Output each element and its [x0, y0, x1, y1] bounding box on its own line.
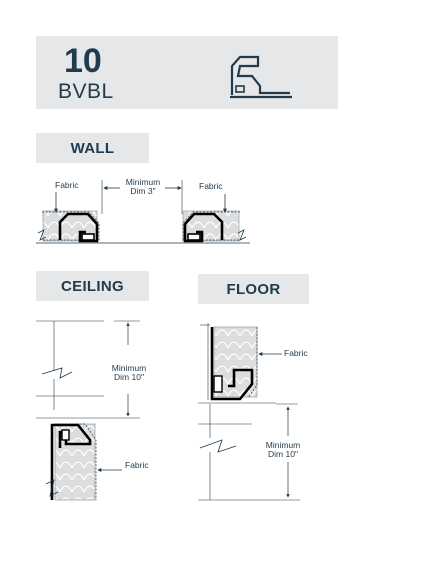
wall-minimum-line2: Dim 3"	[130, 186, 156, 196]
ceiling-fabric-label: Fabric	[125, 460, 149, 470]
ceiling-diagram	[36, 320, 140, 501]
wall-minimum-label: Minimum Dim 3"	[120, 178, 166, 196]
floor-minimum-line1: Minimum	[265, 440, 301, 450]
ceiling-minimum-line2: Dim 10"	[114, 372, 144, 382]
floor-minimum-line2: Dim 10"	[268, 449, 298, 459]
floor-minimum-label: Minimum Dim 10"	[258, 441, 308, 459]
wall-section-title: WALL	[36, 133, 149, 163]
profile-number: 10	[64, 42, 102, 80]
ceiling-section-title: CEILING	[36, 271, 149, 301]
wall-fabric-right-label: Fabric	[199, 181, 223, 191]
ceiling-minimum-label: Minimum Dim 10"	[106, 364, 152, 382]
floor-fabric-label: Fabric	[284, 348, 308, 358]
floor-section-title: FLOOR	[198, 274, 309, 304]
ceiling-minimum-line1: Minimum	[111, 363, 147, 373]
profile-name: BVBL	[58, 80, 114, 103]
header-panel: 10 BVBL	[36, 36, 338, 109]
wall-diagram	[36, 180, 250, 244]
track-profile-icon	[230, 55, 292, 99]
floor-diagram	[198, 323, 300, 501]
wall-fabric-left-label: Fabric	[55, 180, 79, 190]
wall-minimum-line1: Minimum	[125, 177, 161, 187]
